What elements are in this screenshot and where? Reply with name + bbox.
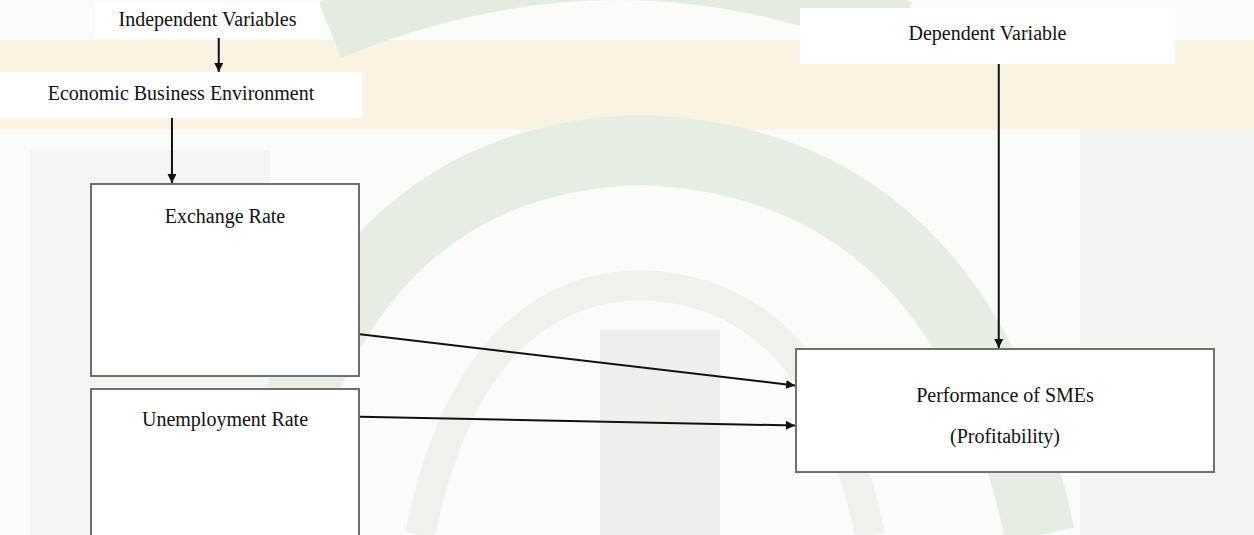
- arrow-connector: [218, 38, 220, 72]
- node-label: Unemployment Rate: [142, 408, 308, 431]
- variable-heading: Dependent Variable: [800, 8, 1175, 64]
- arrow-connector: [360, 417, 795, 426]
- watermark-building: [600, 330, 720, 535]
- group-heading: Economic Business Environment: [0, 72, 362, 118]
- text-group: Economic Business Environment: [48, 82, 315, 105]
- text-group: Exchange Rate: [165, 205, 286, 228]
- watermark-tree: [1080, 130, 1254, 535]
- text-group: Independent Variables: [119, 8, 297, 31]
- node-label: Performance of SMEs: [916, 384, 1094, 407]
- arrow-connector: [998, 64, 1000, 348]
- node-label: Economic Business Environment: [48, 82, 315, 105]
- variable-box: Unemployment Rate: [90, 388, 360, 535]
- node-label: Independent Variables: [119, 8, 297, 31]
- node-label: Exchange Rate: [165, 205, 286, 228]
- text-group: Unemployment Rate: [142, 408, 308, 431]
- outcome-box: Performance of SMEs (Profitability): [795, 348, 1215, 473]
- arrow-connector: [171, 118, 173, 183]
- variable-heading: Independent Variables: [95, 2, 320, 38]
- watermark-arch: [260, 150, 1040, 535]
- text-group: Performance of SMEs (Profitability): [916, 384, 1094, 448]
- arrow-connector: [360, 334, 795, 385]
- node-sublabel: (Profitability): [950, 425, 1060, 448]
- text-group: Dependent Variable: [909, 22, 1067, 45]
- variable-box: Exchange Rate: [90, 183, 360, 377]
- node-label: Dependent Variable: [909, 22, 1067, 45]
